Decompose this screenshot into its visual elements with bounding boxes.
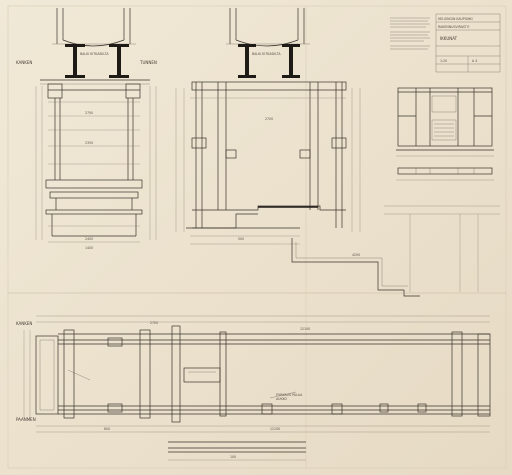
- title-scale: 1:20: [440, 59, 447, 63]
- dim-100: 100: [230, 455, 236, 459]
- window-small-plan: [396, 167, 494, 181]
- label-kanken: KANKEN: [16, 60, 32, 65]
- dim-4200: 4200: [352, 253, 360, 257]
- i-beam-left: [65, 44, 85, 78]
- dim-12100-top: 12100: [300, 327, 310, 331]
- dim-2700-bottom: 2700: [150, 321, 158, 325]
- section-top-left: BALKI KITKASIILTA KANKEN TUNNEN: [16, 8, 157, 250]
- label-bottom-paanmen: PAANMEN: [16, 417, 36, 422]
- i-beam-right: [109, 44, 129, 78]
- title-block: HELSINGIN KAUPUNKI RAKENNUSVIRASTO IKKUN…: [390, 13, 501, 73]
- label-tunnen: TUNNEN: [139, 60, 157, 65]
- title-number: A 4: [472, 59, 477, 63]
- dim-2400: 2400: [85, 237, 93, 241]
- title-office: RAKENNUSVIRASTO: [438, 25, 470, 29]
- note-purkaus: PURKAUS PALAA: [276, 393, 303, 397]
- paper-edge: [7, 5, 507, 469]
- i-beam-mid-left: [238, 44, 256, 78]
- title-header: HELSINGIN KAUPUNKI: [438, 17, 473, 21]
- dim-mid-500: 500: [238, 237, 244, 241]
- i-beam-mid-right: [282, 44, 300, 78]
- dim-600: 600: [104, 427, 110, 431]
- section-top-middle: BALKI KITKASIILTA 2700 500: [175, 8, 361, 245]
- title-drawing: IKKUNAT: [440, 36, 458, 41]
- section-bottom-plan: KANKEN PAANMEN PURKAUS PALAA AUKKO: [16, 315, 491, 461]
- dim-mid-2700: 2700: [265, 117, 273, 121]
- label-mid-beam: BALKI KITKASIILTA: [252, 52, 281, 56]
- dim-2700: 2700: [85, 111, 93, 115]
- label-bottom-kanken: KANKEN: [16, 321, 32, 326]
- dim-1400: 1400: [85, 246, 93, 250]
- note-aukko: AUKKO: [276, 397, 288, 401]
- dim-12100: 12100: [270, 427, 280, 431]
- stair-profile: [291, 238, 420, 297]
- notes-text-lines: [390, 17, 430, 50]
- label-beam: BALKI KITKASIILTA: [80, 52, 109, 56]
- window-elevation: [396, 87, 494, 157]
- dim-2350: 2350: [85, 141, 93, 145]
